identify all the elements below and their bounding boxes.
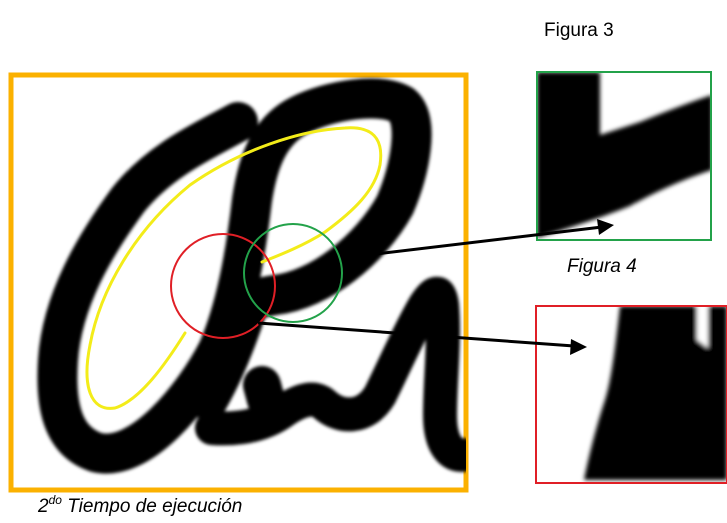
- dot-stroke: [243, 366, 285, 419]
- figura-4-label: Figura 4: [567, 256, 637, 277]
- red-zoom-content: [584, 306, 727, 480]
- green-zoom-border: [536, 71, 712, 241]
- tail-stroke: [188, 280, 270, 420]
- red-zoom-notch: [697, 306, 708, 348]
- signature-strokes: [37, 78, 466, 474]
- caption-ordinal: 2: [38, 496, 49, 517]
- red-zoom-border: [535, 305, 727, 484]
- green-zoom-ink: [537, 72, 711, 238]
- red-zoom-ink: [584, 306, 727, 480]
- arrow-to-figura-3: [375, 219, 614, 256]
- green-zoom-content: [537, 72, 711, 238]
- caption-ordinal-suffix: do: [48, 493, 62, 507]
- red-magnifier-circle: [170, 233, 276, 339]
- yellow-trace: [85, 126, 383, 410]
- lower-stroke: [195, 276, 466, 472]
- green-magnifier-circle: [243, 223, 343, 323]
- caption-label: 2do Tiempo de ejecución: [38, 493, 242, 518]
- loop-stroke: [37, 78, 432, 474]
- arrow-to-figura-4: [257, 321, 587, 355]
- caption-text: Tiempo de ejecución: [67, 496, 243, 517]
- figura-3-label: Figura 3: [544, 20, 614, 41]
